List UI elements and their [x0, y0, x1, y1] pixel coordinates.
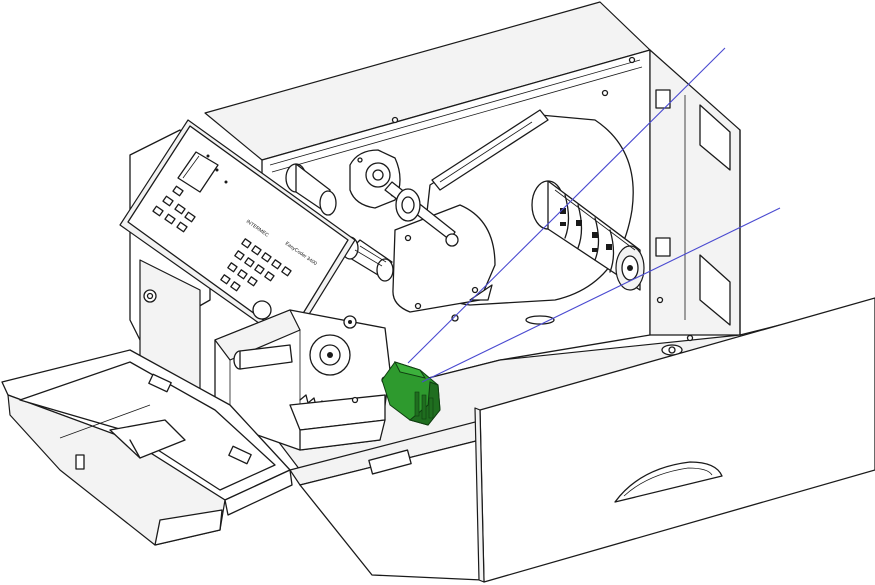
status-led	[216, 169, 219, 172]
status-led	[207, 155, 210, 158]
feed-button	[253, 301, 271, 319]
tray-latch	[76, 455, 84, 469]
wall-slot-lower-left	[656, 238, 670, 256]
status-led	[225, 181, 228, 184]
